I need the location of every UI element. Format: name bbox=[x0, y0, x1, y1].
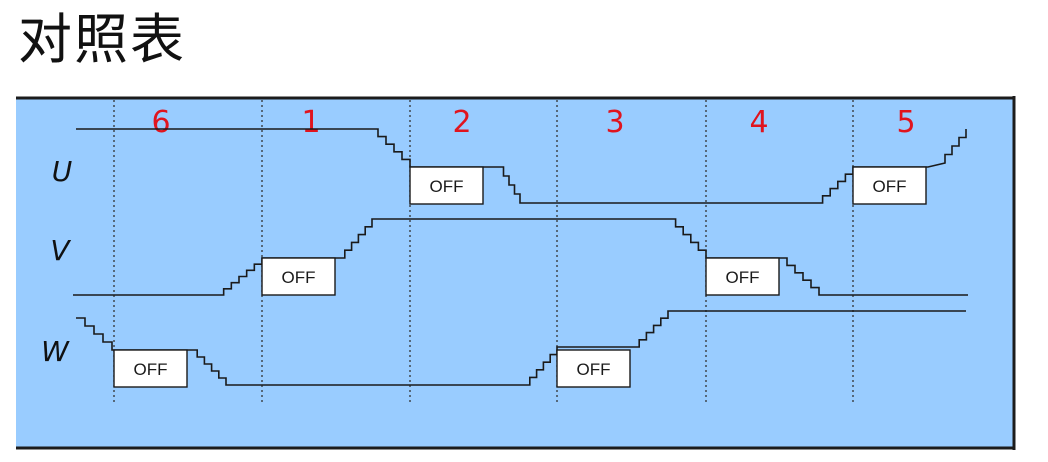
off-box-w-3: OFF bbox=[556, 349, 631, 388]
off-box-rect bbox=[409, 166, 484, 205]
section-number-6: 6 bbox=[151, 105, 170, 140]
off-box-rect bbox=[705, 257, 780, 296]
off-box-rect bbox=[261, 257, 336, 296]
waveform-v bbox=[73, 218, 968, 296]
signal-labels: U V W bbox=[41, 155, 72, 368]
off-label: OFF bbox=[430, 177, 464, 196]
waveforms bbox=[73, 128, 968, 386]
signal-label-v: V bbox=[50, 234, 71, 267]
waveform-w bbox=[76, 310, 966, 386]
off-boxes: OFF OFF OFF OFF OFF OFF bbox=[113, 166, 927, 388]
off-box-w-6: OFF bbox=[113, 349, 188, 388]
off-box-rect bbox=[113, 349, 188, 388]
section-number-4: 4 bbox=[749, 105, 768, 140]
page-title: 对照表 bbox=[18, 8, 186, 71]
off-label: OFF bbox=[577, 360, 611, 379]
off-label: OFF bbox=[726, 268, 760, 287]
off-box-v-4: OFF bbox=[705, 257, 780, 296]
off-label: OFF bbox=[282, 268, 316, 287]
off-box-u-2: OFF bbox=[409, 166, 484, 205]
off-box-rect bbox=[556, 349, 631, 388]
signal-label-w: W bbox=[41, 335, 70, 368]
diagram-background bbox=[16, 98, 1014, 448]
section-number-1: 1 bbox=[301, 105, 320, 140]
waveform-u bbox=[76, 128, 967, 204]
signal-label-u: U bbox=[52, 155, 73, 188]
section-number-5: 5 bbox=[896, 105, 915, 140]
off-box-rect bbox=[852, 166, 927, 205]
section-numbers: 6 1 2 3 4 5 bbox=[151, 105, 915, 140]
section-number-3: 3 bbox=[605, 105, 624, 140]
off-box-u-5: OFF bbox=[852, 166, 927, 205]
off-box-v-1: OFF bbox=[261, 257, 336, 296]
off-label: OFF bbox=[134, 360, 168, 379]
section-number-2: 2 bbox=[452, 105, 471, 140]
off-label: OFF bbox=[873, 177, 907, 196]
